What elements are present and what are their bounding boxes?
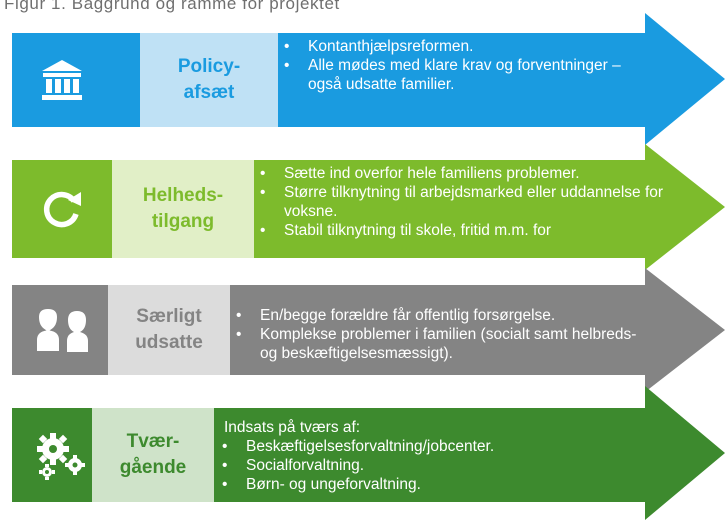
label-saerligt: Særligt udsatte (108, 285, 230, 375)
bullet-item: Større tilknytning til arbejdsmarked ell… (258, 183, 698, 221)
bullet-item: En/begge forældre får offentlig forsørge… (234, 306, 654, 325)
bullets-saerligt: En/begge forældre får offentlig forsørge… (234, 306, 654, 363)
bullets-helhed: Sætte ind overfor hele familiens problem… (258, 164, 698, 240)
label-helhed: Helheds- tilgang (112, 160, 254, 258)
bullet-item: Børn- og ungeforvaltning. (220, 475, 640, 494)
label-line: tilgang (151, 211, 215, 232)
bullet-item: Sætte ind overfor hele familiens problem… (258, 164, 698, 183)
label-line: gående (119, 457, 187, 478)
bank-icon (12, 33, 112, 127)
gears-icon (12, 408, 112, 502)
people-icon (12, 285, 112, 375)
bullets-tvaer: Indsats på tværs af: Beskæftigelsesforva… (220, 418, 640, 494)
label-tvaer: Tvær- gående (92, 408, 214, 502)
bullet-item: Alle mødes med klare krav og forventning… (282, 56, 622, 94)
bullet-item: Socialforvaltning. (220, 456, 640, 475)
bullet-item: Kontanthjælpsreformen. (282, 37, 622, 56)
bullets-policy: Kontanthjælpsreformen. Alle mødes med kl… (282, 37, 622, 94)
bullet-item: Stabil tilknytning til skole, fritid m.m… (258, 221, 698, 240)
bullet-item: Komplekse problemer i familien (socialt … (234, 325, 654, 363)
label-policy: Policy- afsæt (140, 33, 278, 127)
bullet-item: Beskæftigelsesforvaltning/jobcenter. (220, 437, 640, 456)
figure-caption: Figur 1. Baggrund og ramme for projektet (4, 0, 340, 13)
label-line: Særligt (136, 306, 202, 327)
label-line: Policy- (177, 56, 241, 77)
label-line: Helheds- (142, 185, 224, 206)
refresh-icon (12, 160, 112, 258)
label-line: afsæt (183, 82, 235, 103)
label-line: Tvær- (126, 431, 180, 452)
bullets-intro: Indsats på tværs af: (224, 419, 361, 436)
label-line: udsatte (135, 332, 203, 353)
